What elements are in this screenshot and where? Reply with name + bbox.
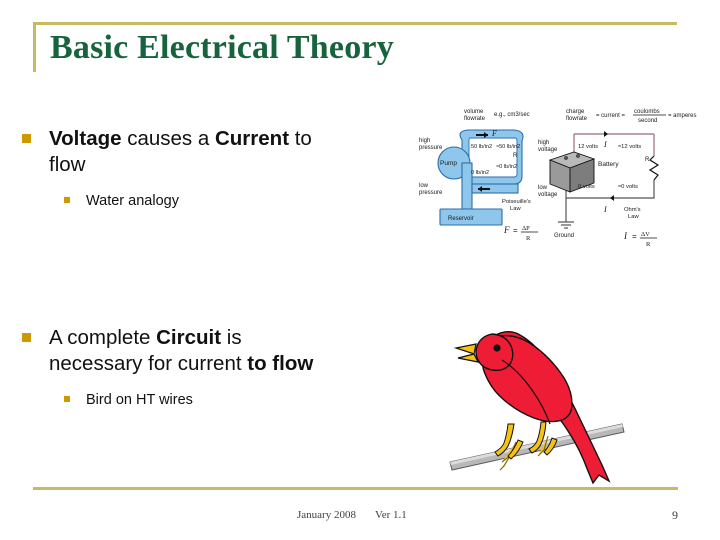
footer-date: January 2008 <box>297 509 356 521</box>
electric-heading-line2: flowrate <box>566 116 588 122</box>
bird-head <box>475 333 514 372</box>
voltage-bottom-left: 0 volts <box>578 184 595 190</box>
electric-low-label-2: voltage <box>538 192 558 198</box>
circuit-bottom-wire <box>566 180 655 199</box>
poiseuille-eq-numerator: ΔP <box>522 225 530 232</box>
pump-label: Pump <box>440 160 457 167</box>
poiseuille-eq-denominator: R <box>526 235 531 242</box>
flow-arrow-top-head <box>484 132 488 138</box>
body-content-group-1: Voltage causes a Current to flow Water a… <box>16 126 316 211</box>
reservoir-shape <box>439 208 503 226</box>
voltage-top-left: 12 volts <box>578 144 598 150</box>
page-title: Basic Electrical Theory <box>50 29 394 66</box>
bullet-voltage-tail: to flow <box>49 127 312 177</box>
ohms-eq-denominator: R <box>646 241 651 248</box>
ohms-law-line1: Ohm's <box>624 207 641 213</box>
flow-arrow-bottom-head <box>478 186 482 192</box>
poiseuille-eq-equals: = <box>513 226 518 235</box>
electric-low-label-1: low <box>538 185 548 191</box>
body-content-group-2: A complete Circuit is necessary for curr… <box>16 325 326 410</box>
bullet-circuit-tail-bold: to flow <box>247 352 314 376</box>
water-low-label-1: low <box>419 183 429 189</box>
voltage-bottom-right: ≈0 volts <box>618 184 638 190</box>
electric-eq-tail: = amperes <box>668 113 697 119</box>
resistor-zigzag <box>648 155 660 181</box>
bullet-circuit-keyword: Circuit <box>156 326 222 349</box>
bird-beak-upper <box>453 343 477 355</box>
sub-bullet-square-icon <box>64 197 70 204</box>
electric-heading-line1: charge <box>566 109 585 115</box>
voltage-top-right: ≈12 volts <box>618 144 641 150</box>
bullet-voltage-mid: causes a <box>121 127 215 150</box>
water-electric-analogy-figure: volume flowrate e.g., cm3/sec high press… <box>418 104 706 256</box>
ohms-eq-numerator: ΔV <box>641 231 650 238</box>
bird-on-wire-figure <box>440 320 706 495</box>
bullet-square-icon <box>22 134 31 143</box>
ground-symbol <box>558 221 574 229</box>
poiseuille-law-line1: Poiseuille's <box>502 199 531 205</box>
footer-rule <box>33 487 678 490</box>
title-top-rule <box>33 22 677 25</box>
sub-bullet-square-icon <box>64 396 70 403</box>
ground-label: Ground <box>554 233 574 239</box>
battery-shape <box>548 151 596 193</box>
electric-frac-numerator: coulombs <box>634 109 660 115</box>
poiseuille-eq-lhs: F <box>503 225 510 235</box>
bullet-square-icon <box>22 333 31 342</box>
bullet-circuit-lead: A complete <box>49 326 157 349</box>
bullet-circuit-mid: is necessary for current <box>49 326 248 376</box>
water-heading-line2: flowrate <box>464 116 486 122</box>
bird-illustration-svg <box>449 331 625 485</box>
pressure-top-right: ≈50 lb/in2 <box>496 144 520 150</box>
poiseuille-law-line2: Law <box>510 206 521 212</box>
ohms-eq-equals: = <box>632 232 637 241</box>
footer-page-number: 9 <box>672 508 678 522</box>
bird-eye <box>493 344 501 352</box>
water-low-label-2: pressure <box>419 190 443 196</box>
water-heading-line1: volume <box>464 109 484 115</box>
pressure-top-left: 50 lb/in2 <box>471 144 492 150</box>
analogy-diagram-svg: volume flowrate e.g., cm3/sec high press… <box>419 109 697 248</box>
pressure-bottom-left: 0 lb/in2 <box>471 170 489 176</box>
ohms-law-line2: Law <box>628 214 639 220</box>
electric-frac-denominator: second <box>638 118 657 124</box>
sub-bullet-water-analogy-label: Water analogy <box>86 193 179 210</box>
bullet-voltage-current: Voltage causes a Current to flow <box>16 126 316 178</box>
sub-bullet-bird-on-ht-wires: Bird on HT wires <box>16 391 326 410</box>
bullet-voltage-keyword: Voltage <box>49 127 122 150</box>
bird-beak-lower <box>457 353 480 363</box>
water-units: e.g., cm3/sec <box>494 112 530 118</box>
title-left-rule <box>33 22 36 72</box>
electric-high-label-2: voltage <box>538 147 558 153</box>
ohms-eq-lhs: I <box>623 231 628 241</box>
battery-label: Battery <box>598 161 619 168</box>
footer-version: Ver 1.1 <box>375 509 407 521</box>
water-high-label-1: high <box>419 138 430 144</box>
electric-eq-text: = current = <box>596 113 626 119</box>
sub-bullet-water-analogy: Water analogy <box>16 192 316 211</box>
bullet-complete-circuit: A complete Circuit is necessary for curr… <box>16 325 326 377</box>
current-arrow-bottom <box>610 195 614 201</box>
current-arrow-top <box>604 131 608 137</box>
pressure-bottom-right: ≈0 lb/in2 <box>496 164 517 170</box>
current-symbol-top: I <box>603 140 607 149</box>
sub-bullet-bird-label: Bird on HT wires <box>86 392 193 409</box>
current-symbol-bottom: I <box>603 205 607 214</box>
water-pipe-inner <box>468 137 518 178</box>
water-high-label-2: pressure <box>419 145 443 151</box>
return-pipe <box>471 183 519 194</box>
water-resistor-label: R <box>513 153 518 159</box>
reservoir-label: Reservoir <box>448 216 474 222</box>
bird-wing-outline <box>501 359 551 425</box>
bullet-current-keyword: Current <box>214 127 290 150</box>
bird-feet <box>499 435 549 471</box>
electric-high-label-1: high <box>538 140 549 146</box>
bird-leg-shapes <box>494 421 558 460</box>
electric-resistor-label: R <box>645 157 650 163</box>
flow-symbol-F: F <box>491 129 497 138</box>
